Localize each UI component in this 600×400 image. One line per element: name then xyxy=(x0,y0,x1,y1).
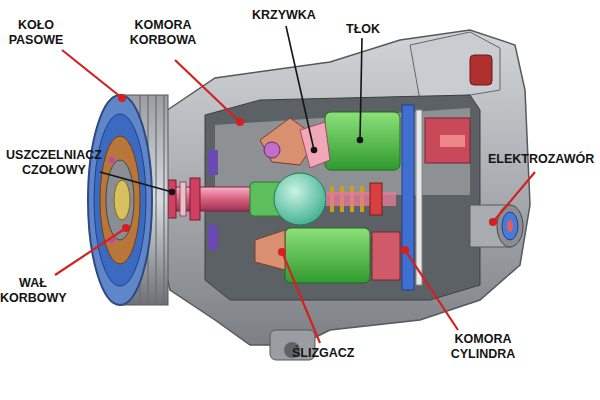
part-label: ELEKTROZAWÓR xyxy=(488,152,594,167)
part-label: TŁOK xyxy=(346,22,380,37)
part-label: KOMORA KORBOWA xyxy=(118,18,208,48)
part-label: USZCZELNIACZ CZOŁOWY xyxy=(0,148,108,178)
part-label: KRZYWKA xyxy=(252,8,316,23)
part-label: WAŁ KORBOWY xyxy=(0,276,66,306)
part-label: KOMORA CYLINDRA xyxy=(440,332,526,362)
part-label: KOŁO PASOWE xyxy=(2,18,70,48)
part-label: ŚLIZGACZ xyxy=(292,346,355,361)
